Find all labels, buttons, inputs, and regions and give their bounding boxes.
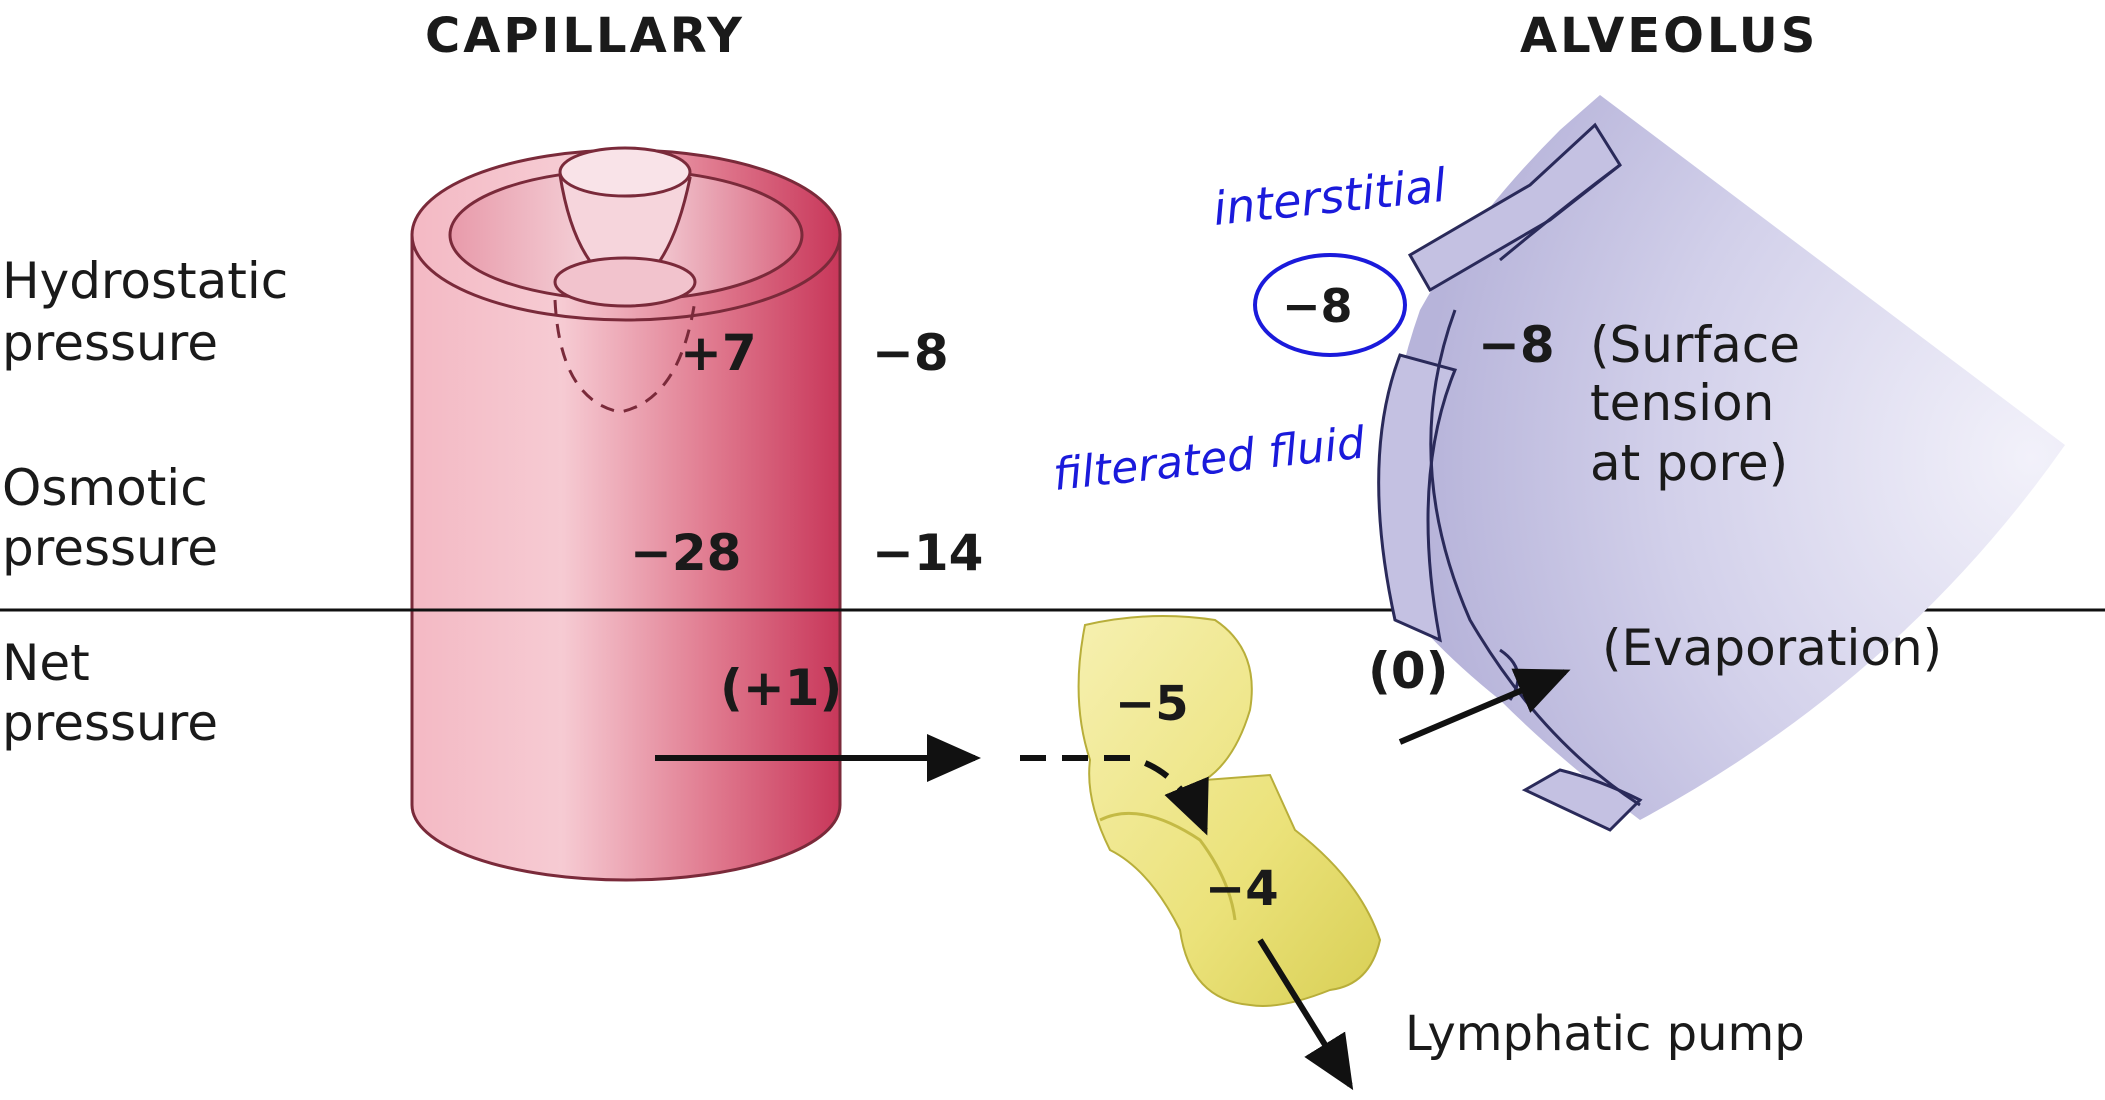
lymph-upper-value: −5 xyxy=(1115,676,1189,732)
capillary-osmotic-value: −28 xyxy=(630,524,741,582)
alveolus-note-2: tension xyxy=(1590,374,1774,432)
capillary-header: CAPILLARY xyxy=(425,8,745,64)
hydrostatic-label-2: pressure xyxy=(2,314,218,372)
interstitial-hydrostatic-value: −8 xyxy=(872,324,949,382)
handwritten-interstitial: interstitial xyxy=(1211,158,1449,236)
capillary-net-value: (+1) xyxy=(720,659,842,717)
net-label-2: pressure xyxy=(2,694,218,752)
lymphatic-vessel xyxy=(1079,616,1380,1006)
alveolus-note-3: at pore) xyxy=(1590,434,1788,492)
hydrostatic-label-1: Hydrostatic xyxy=(2,252,288,310)
capillary-vessel xyxy=(412,148,840,880)
capillary-hydrostatic-value: +7 xyxy=(680,324,757,382)
alveolus-net-value: (0) xyxy=(1368,642,1449,700)
row-labels: Hydrostatic pressure Osmotic pressure Ne… xyxy=(2,252,288,752)
osmotic-label-1: Osmotic xyxy=(2,459,208,517)
net-label-1: Net xyxy=(2,634,90,692)
lymphatic-pump-label: Lymphatic pump xyxy=(1405,1006,1805,1062)
alveolus-note-1: (Surface xyxy=(1590,316,1800,374)
alveolus-hydrostatic-value: −8 xyxy=(1478,316,1555,374)
evaporation-label: (Evaporation) xyxy=(1602,619,1942,677)
alveolus-header: ALVEOLUS xyxy=(1520,8,1818,64)
interstitial-osmotic-value: −14 xyxy=(872,524,983,582)
osmotic-label-2: pressure xyxy=(2,519,218,577)
handwritten-value: −8 xyxy=(1282,279,1353,333)
handwritten-filtered: filterated fluid xyxy=(1051,417,1368,501)
lymph-lower-value: −4 xyxy=(1205,861,1279,917)
